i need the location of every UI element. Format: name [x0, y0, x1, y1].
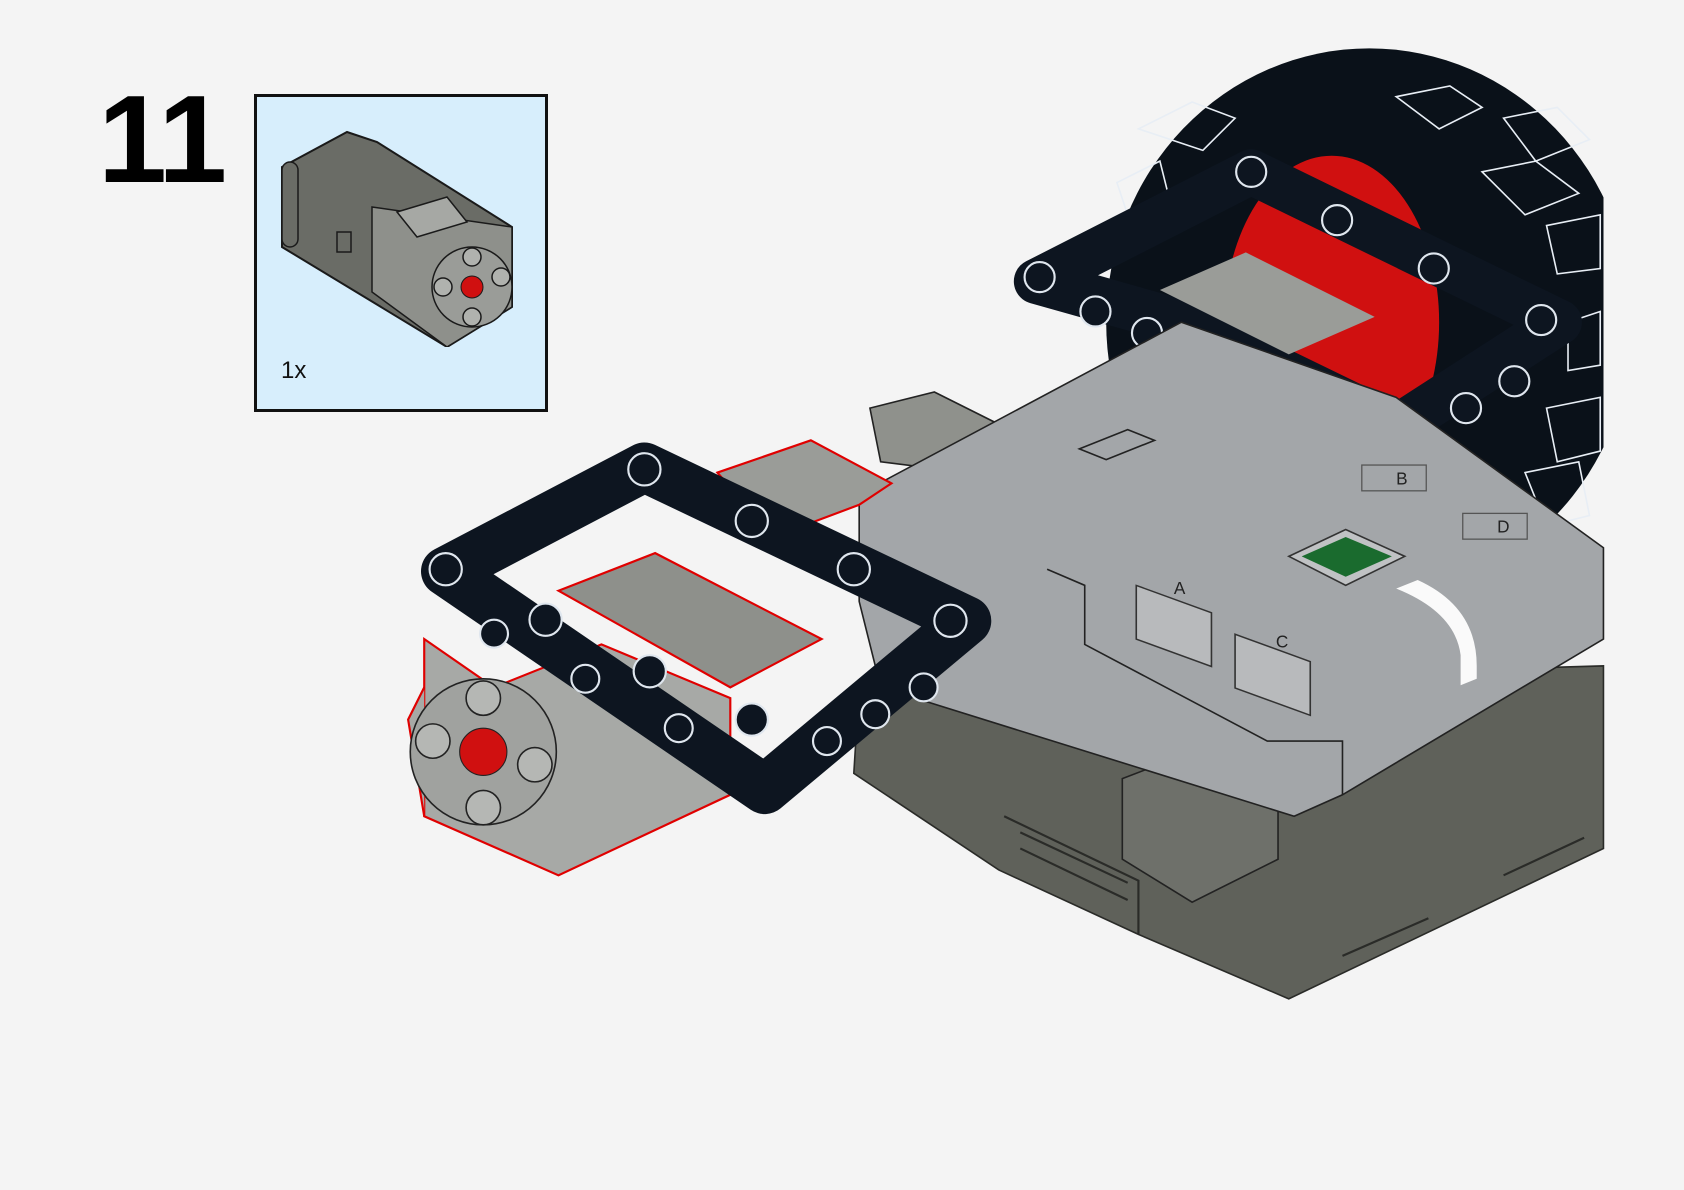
parts-callout: 1x	[254, 94, 548, 412]
motor-axle-hole	[459, 727, 508, 776]
front-frame	[421, 442, 992, 815]
hub-logo	[1077, 428, 1157, 461]
hub-button[interactable]	[1286, 528, 1407, 587]
port-a-label: A	[1174, 578, 1186, 598]
port-a[interactable]: A	[1135, 578, 1213, 668]
port-c-label: C	[1276, 632, 1288, 652]
port-c[interactable]: C	[1234, 632, 1312, 717]
hub-top	[858, 321, 1605, 818]
part-quantity: 1x	[281, 357, 307, 384]
hub-button-face	[1301, 537, 1392, 577]
medium-motor-part-image	[281, 130, 513, 347]
step-number: 11	[98, 71, 227, 209]
port-b-label: B	[1396, 468, 1407, 488]
light-strip	[1396, 579, 1477, 686]
port-d-label: D	[1497, 517, 1509, 537]
